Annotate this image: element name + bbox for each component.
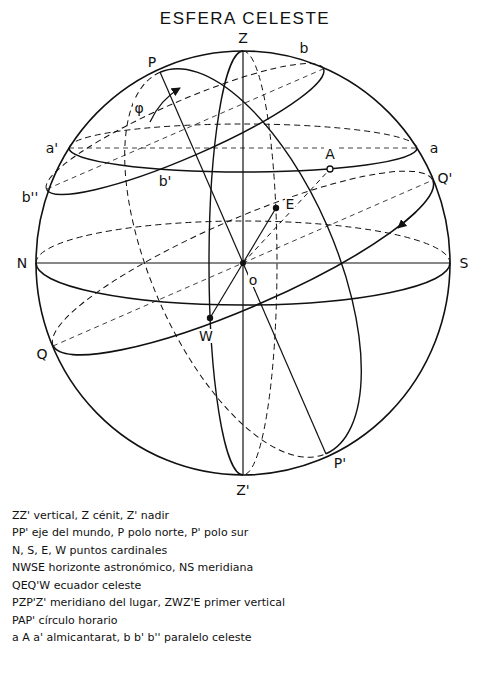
- east-radius: [243, 208, 276, 263]
- point-label: b'': [21, 190, 40, 204]
- point-label: b: [299, 41, 310, 55]
- point-label: W: [198, 329, 214, 343]
- points: [207, 166, 333, 321]
- meridian-circle: [36, 51, 450, 475]
- point-label: Q': [437, 171, 454, 185]
- point-label: P': [333, 456, 347, 470]
- legend-note: ZZ' vertical, Z cénit, Z' nadir: [12, 510, 169, 521]
- title: ESFERA CELESTE: [160, 10, 330, 27]
- equator-diameter: [53, 180, 433, 346]
- point-label: b': [158, 174, 173, 188]
- parallel-diameter: [47, 69, 323, 189]
- rotation-arrow: [150, 88, 180, 122]
- point-label: a': [45, 141, 59, 155]
- legend-note: PAP' círculo horario: [12, 615, 118, 626]
- point-label: o: [248, 273, 259, 287]
- point-label: Q: [35, 347, 48, 361]
- point-label: E: [285, 197, 296, 211]
- star-radius: [243, 169, 330, 263]
- point-label: N: [16, 256, 28, 270]
- point-label: P: [147, 55, 157, 69]
- rotation-arrow: [398, 212, 416, 228]
- point-label: S: [459, 256, 470, 270]
- point-label: Z: [237, 31, 249, 45]
- point-label: A: [324, 147, 336, 161]
- point-label: Z': [235, 483, 250, 497]
- point-label: a: [429, 141, 440, 155]
- west-radius: [210, 263, 243, 318]
- legend-note: PZP'Z' meridiano del lugar, ZWZ'E primer…: [12, 597, 285, 608]
- legend-note: a A a' almicantarat, b b' b'' paralelo c…: [12, 632, 252, 643]
- almucantar-diameter: [69, 148, 417, 149]
- legend-note: N, S, E, W puntos cardinales: [12, 545, 167, 556]
- point-label: φ: [133, 101, 144, 115]
- legend-note: PP' eje del mundo, P polo norte, P' polo…: [12, 527, 248, 538]
- legend-note: NWSE horizonte astronómico, NS meridiana: [12, 562, 253, 573]
- legend-note: QEQ'W ecuador celeste: [12, 580, 141, 591]
